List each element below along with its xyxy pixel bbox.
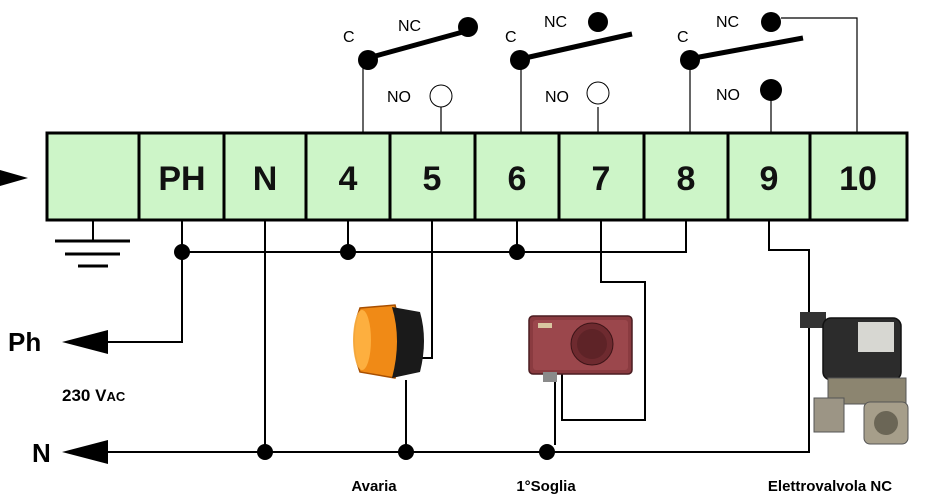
- ground-icon: [55, 220, 130, 268]
- relay-3: C NC NO: [677, 12, 858, 133]
- terminal-6-label: 6: [508, 160, 527, 198]
- terminal-7-label: 7: [592, 160, 611, 198]
- terminal-block: PH N 4 5 6 7 8 9 10: [45, 131, 909, 222]
- relay-2-no-label: NO: [545, 89, 569, 106]
- relay-3-common-contact: [680, 50, 700, 70]
- relay-2: C NC NO: [505, 12, 633, 133]
- relay-2-nc-contact: [588, 12, 608, 32]
- phase-arrow-icon: [62, 330, 108, 354]
- relay-2-common-contact: [510, 50, 530, 70]
- relay-1-c-label: C: [343, 29, 355, 46]
- relay-3-nc-label: NC: [716, 14, 739, 31]
- terminal-4-label: 4: [339, 160, 358, 198]
- terminal-ph-label: PH: [158, 160, 205, 198]
- relay-2-nc-label: NC: [544, 14, 567, 31]
- relay-1: C NC NO: [343, 17, 478, 133]
- terminal-8-label: 8: [677, 160, 696, 198]
- input-arrow-icon: [0, 170, 28, 186]
- relay-2-c-label: C: [505, 29, 517, 46]
- relay-3-nc-contact: [761, 12, 781, 32]
- relay-1-no-contact: [429, 84, 453, 108]
- phase-label: Ph: [8, 327, 41, 357]
- relay-3-no-contact: [760, 79, 782, 101]
- terminal-5-label: 5: [423, 160, 442, 198]
- terminal-n-label: N: [253, 160, 278, 198]
- phase-bus: [80, 220, 687, 343]
- alarm-lamp-label: Avaria: [351, 478, 397, 495]
- valve-label: Elettrovalvola NC: [768, 478, 892, 495]
- voltage-label: 230 VAC: [62, 386, 126, 405]
- relay-1-no-label: NO: [387, 89, 411, 106]
- terminal-10-label: 10: [839, 160, 877, 198]
- relay-3-no-label: NO: [716, 87, 740, 104]
- relay-1-common-contact: [358, 50, 378, 70]
- relay-1-nc-contact: [458, 17, 478, 37]
- relay-2-no-contact: [586, 81, 610, 105]
- relay-1-nc-label: NC: [398, 18, 421, 35]
- siren-icon: [528, 315, 633, 382]
- alarm-lamp-icon: [353, 304, 424, 452]
- neutral-arrow-icon: [62, 440, 108, 464]
- relay-3-c-label: C: [677, 29, 689, 46]
- neutral-label: N: [32, 438, 51, 468]
- terminal-9-label: 9: [760, 160, 779, 198]
- siren-label: 1°Soglia: [516, 478, 576, 495]
- solenoid-valve-icon: [800, 312, 909, 445]
- neutral-bus: [80, 220, 810, 460]
